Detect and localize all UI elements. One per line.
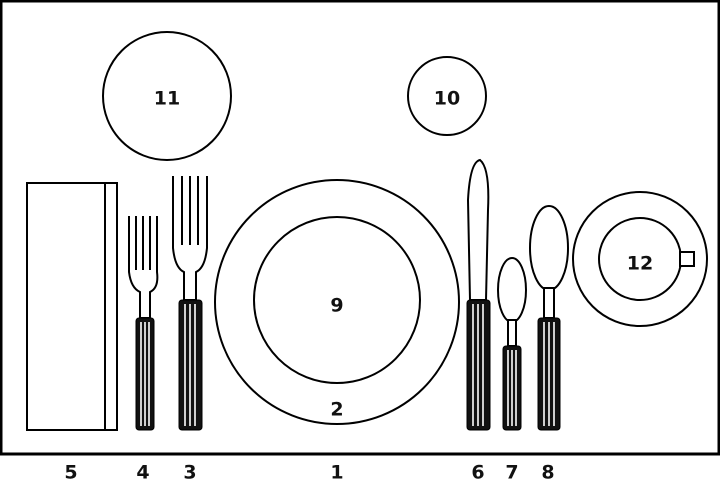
cup-and-saucer: 12 — [572, 191, 708, 327]
napkin-number: 5 — [64, 462, 77, 484]
knife — [466, 158, 491, 431]
knife-number: 6 — [471, 462, 484, 484]
water-glass-number: 10 — [434, 88, 460, 110]
teaspoon-number: 7 — [505, 462, 518, 484]
bread-plate: 11 — [102, 31, 232, 161]
dinner-fork — [172, 176, 208, 431]
cup-number: 12 — [627, 253, 653, 275]
salad-fork — [128, 216, 159, 431]
salad-fork-number: 4 — [136, 462, 149, 484]
bottom-labels: 5 4 3 1 6 7 8 — [64, 462, 554, 484]
soup-spoon-number: 8 — [541, 462, 554, 484]
water-glass: 10 — [407, 56, 487, 136]
dinner-fork-number: 3 — [183, 462, 196, 484]
napkin — [26, 182, 118, 431]
teaspoon — [497, 257, 527, 431]
salad-plate: 9 — [253, 216, 421, 384]
place-center-number: 1 — [330, 462, 343, 484]
soup-spoon — [529, 205, 569, 431]
salad-plate-number: 9 — [330, 295, 343, 317]
bread-plate-number: 11 — [154, 88, 180, 110]
dinner-plate-number: 2 — [330, 399, 343, 421]
